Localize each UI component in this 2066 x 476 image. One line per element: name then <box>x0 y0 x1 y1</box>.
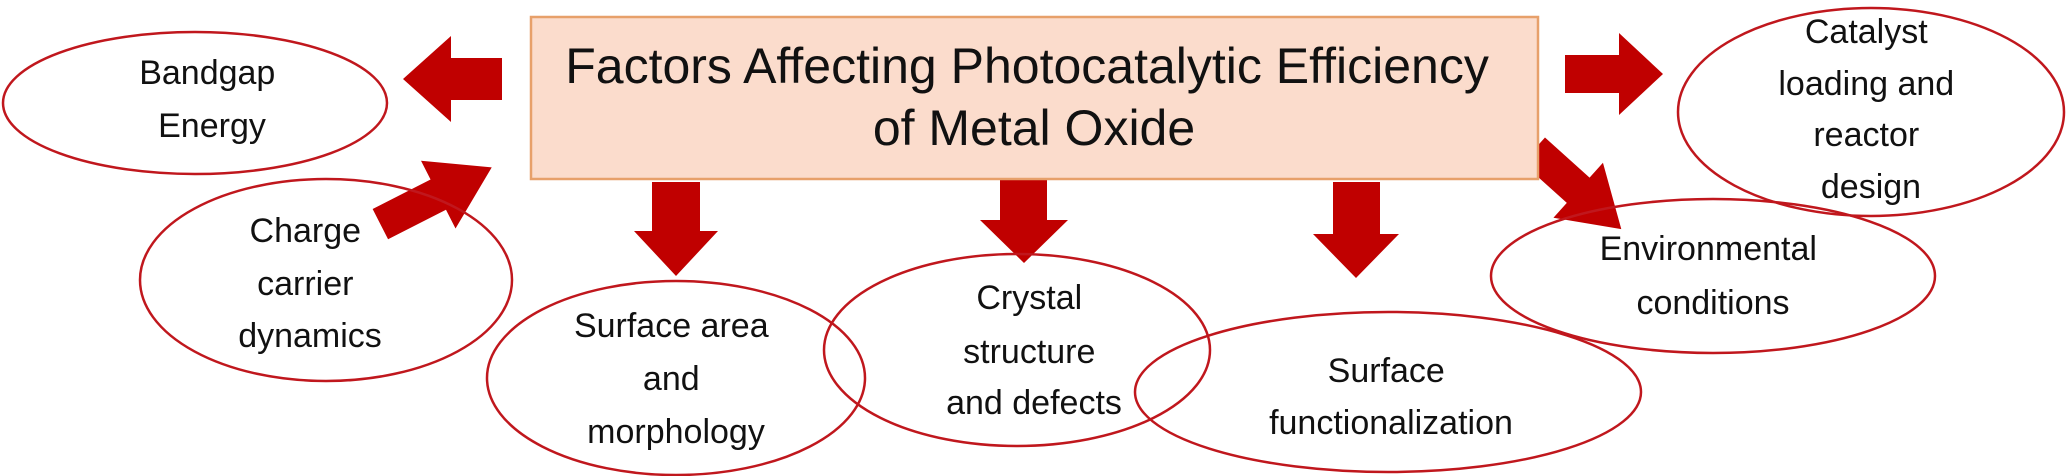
functionalization-line-2: functionalization <box>1269 404 1513 442</box>
arrow-group <box>372 33 1663 278</box>
bandgap-line-1: Bandgap <box>139 54 275 92</box>
factor-ellipses <box>1 6 2066 476</box>
factor-labels: Bandgap Energy Charge carrier dynamics S… <box>139 13 1963 451</box>
bandgap-line-2: Energy <box>158 107 266 145</box>
arrow-down-surface-area <box>634 182 718 276</box>
catalyst-line-1: Catalyst <box>1805 13 1928 51</box>
environmental-line-1: Environmental <box>1600 230 1817 268</box>
factor-label-surface-area: Surface area and morphology <box>574 307 778 451</box>
catalyst-line-2: loading and <box>1778 65 1954 103</box>
charge-line-2: carrier <box>257 265 353 303</box>
arrow-left-bandgap <box>403 36 502 122</box>
title-text: Factors Affecting Photocatalytic Efficie… <box>565 38 1503 156</box>
title-rect <box>529 15 1540 181</box>
factor-label-crystal: Crystal structure and defects <box>946 279 1122 422</box>
factor-ellipse-crystal <box>822 252 1212 448</box>
factor-label-charge: Charge carrier dynamics <box>238 212 382 355</box>
factor-label-environmental: Environmental conditions <box>1600 230 1827 322</box>
crystal-line-1: Crystal <box>976 279 1082 317</box>
factor-label-bandgap: Bandgap Energy <box>139 54 285 145</box>
factor-label-functionalization: Surface functionalization <box>1269 352 1513 442</box>
factor-label-catalyst: Catalyst loading and reactor design <box>1778 13 1963 206</box>
factor-ellipse-functionalization <box>1133 310 1643 474</box>
catalyst-line-3: reactor <box>1813 116 1919 154</box>
surface-area-line-2: and <box>643 360 700 398</box>
crystal-line-2: structure <box>963 333 1095 371</box>
environmental-line-2: conditions <box>1636 284 1789 322</box>
catalyst-line-4: design <box>1821 168 1921 206</box>
factor-ellipse-catalyst <box>1676 6 2066 218</box>
factor-ellipse-charge <box>138 177 514 383</box>
crystal-line-3: and defects <box>946 384 1122 422</box>
title-box: Factors Affecting Photocatalytic Efficie… <box>529 15 1540 181</box>
surface-area-line-1: Surface area <box>574 307 769 345</box>
arrow-down-crystal <box>980 172 1068 263</box>
arrow-diag-environmental <box>1522 137 1622 230</box>
charge-line-1: Charge <box>250 212 362 250</box>
factor-ellipse-surface-area <box>485 279 867 476</box>
charge-line-3: dynamics <box>238 317 382 355</box>
surface-area-line-3: morphology <box>587 413 765 451</box>
factor-ellipse-environmental <box>1489 197 1937 355</box>
arrow-down-functionalization <box>1313 182 1399 278</box>
arrow-diag-charge <box>372 160 492 240</box>
title-line-2: of Metal Oxide <box>873 100 1195 156</box>
factor-ellipse-bandgap <box>1 30 389 176</box>
arrow-right-catalyst <box>1565 33 1663 115</box>
functionalization-line-1: Surface <box>1328 352 1445 390</box>
title-line-1: Factors Affecting Photocatalytic Efficie… <box>565 38 1489 94</box>
